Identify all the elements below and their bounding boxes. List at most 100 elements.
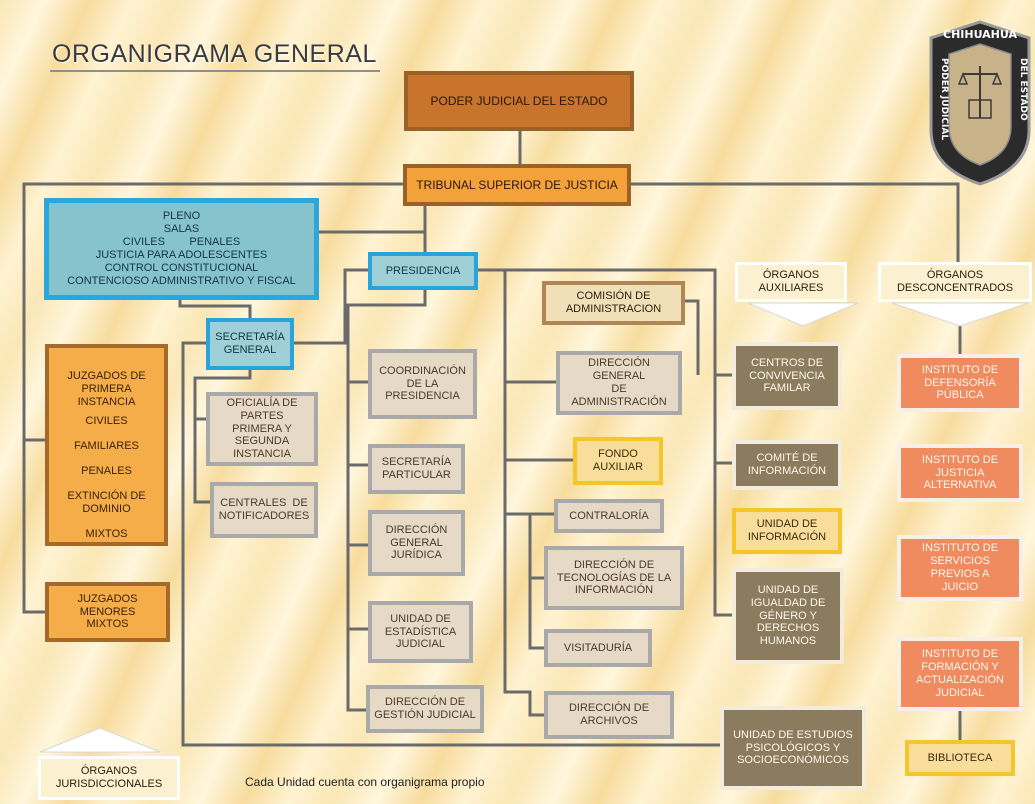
page-title: ORGANIGRAMA GENERAL (52, 40, 377, 68)
node-label: DIRECCIÓN (385, 523, 448, 536)
node-label: UNIDAD DE (756, 518, 818, 531)
node-direccion-gestion-judicial: DIRECCIÓN DE GESTIÓN JUDICIAL (366, 685, 484, 733)
node-centros-convivencia: CENTROS DE CONVIVENCIA FAMILAR (732, 342, 842, 410)
node-label: JUSTICIA PARA ADOLESCENTES (95, 249, 268, 261)
node-label: AUXILIAR (592, 461, 644, 473)
node-label: CONTENCIOSO ADMINISTRATIVO Y FISCAL (67, 274, 296, 287)
node-label: GENERAL (390, 536, 443, 549)
arrow-desconcentrados-icon (891, 302, 1029, 327)
node-label: INSTITUTO DE (921, 542, 999, 555)
node-label: IGUALDAD DE (750, 596, 826, 609)
node-label: GENERAL (223, 344, 277, 356)
node-coordinacion-presidencia: COORDINACIÓN DE LA PRESIDENCIA (368, 349, 477, 419)
node-label: UNIDAD DE (390, 612, 451, 625)
node-label: COORDINACIÓN (379, 364, 466, 377)
node-label: INSTANCIA (77, 395, 136, 408)
node-presidencia: PRESIDENCIA (368, 252, 478, 290)
node-organos-auxiliares: ÓRGANOS AUXILIARES (735, 262, 847, 302)
list-item: CIVILES (85, 414, 128, 427)
node-label: GÉNERO Y (759, 609, 817, 622)
node-comision-administracion: COMISIÓN DE ADMINISTRACION (542, 281, 685, 325)
node-label: SERVICIOS PREVIOS A (930, 555, 990, 580)
node-label: COMITÉ DE (756, 452, 818, 465)
node-label: INSTANCIA (233, 448, 291, 461)
node-label: INSTITUTO DE (921, 363, 999, 376)
node-label: JUZGADOS MENORES (77, 592, 138, 618)
node-label: FORMACIÓN Y (921, 661, 999, 674)
node-label: GESTIÓN JUDICIAL (374, 709, 476, 721)
node-label: JUICIO (941, 580, 979, 593)
node-unidad-igualdad-genero: UNIDAD DE IGUALDAD DE GÉNERO Y DERECHOS … (732, 568, 844, 664)
node-juzgados-primera-instancia: JUZGADOS DE PRIMERA INSTANCIA CIVILES FA… (45, 344, 168, 546)
node-label: ÓRGANOS (762, 269, 820, 282)
node-label: DERECHOS (756, 622, 820, 635)
node-label: PARTICULAR (382, 469, 451, 481)
node-label: DIRECCIÓN DE (568, 702, 650, 715)
node-biblioteca: BIBLIOTECA (905, 740, 1015, 776)
node-unidad-estudios-psicologicos: UNIDAD DE ESTUDIOS PSICOLÓGICOS Y SOCIOE… (720, 706, 866, 790)
node-label: PSICOLÓGICOS Y (745, 741, 841, 754)
node-label: PRESIDENCIA (385, 390, 460, 403)
node-label: DESCONCENTRADOS (896, 282, 1014, 294)
node-oficialia-partes: OFICIALÍA DE PARTES PRIMERA Y SEGUNDA IN… (206, 392, 318, 466)
node-secretaria-general: SECRETARÍA GENERAL (206, 318, 294, 370)
node-label: DE LA (406, 377, 439, 390)
node-label: DEFENSORÍA PÚBLICA (924, 376, 996, 402)
node-secretaria-particular: SECRETARÍA PARTICULAR (368, 444, 465, 494)
node-label: INSTITUTO DE JUSTICIA (921, 453, 999, 479)
node-label: DIRECCIÓN DE (573, 558, 655, 571)
node-instituto-defensoria: INSTITUTO DE DEFENSORÍA PÚBLICA (897, 354, 1023, 412)
node-pleno: PLENO SALAS CIVILES PENALES JUSTICIA PAR… (44, 198, 319, 300)
list-item: EXTINCIÓN DE DOMINIO (67, 489, 146, 515)
node-label: PRESIDENCIA (385, 264, 461, 277)
node-label: PLENO (162, 210, 201, 223)
node-comite-informacion: COMITÉ DE INFORMACIÓN (732, 440, 842, 490)
node-organos-desconcentrados: ÓRGANOS DESCONCENTRADOS (878, 262, 1032, 302)
node-label: CONTRALORÍA (569, 509, 649, 522)
node-instituto-justicia-alternativa: INSTITUTO DE JUSTICIA ALTERNATIVA (897, 444, 1023, 502)
node-label: INFORMACIÓN (747, 465, 827, 477)
node-label: JUDICIAL (935, 686, 985, 699)
node-label: JURISDICCIONALES (55, 778, 163, 790)
node-centrales-notificadores: CENTRALES DE NOTIFICADORES (210, 482, 318, 538)
seal-left-text: PODER JUDICIAL (939, 58, 949, 140)
node-label: BIBLIOTECA (927, 751, 993, 764)
node-label: HUMANOS (759, 635, 817, 648)
node-label: OFICIALÍA DE PARTES (226, 396, 298, 422)
node-direccion-archivos: DIRECCIÓN DE ARCHIVOS (544, 691, 674, 739)
node-label: INSTITUTO DE (921, 648, 999, 661)
node-label: CONVIVENCIA (749, 369, 825, 382)
arrow-auxiliares-icon (747, 302, 859, 327)
node-label: FAMILAR (763, 382, 811, 395)
node-label: UNIDAD DE ESTUDIOS (733, 728, 853, 741)
node-label: NOTIFICADORES (218, 510, 310, 522)
node-label: DE ADMINISTRACIÓN (571, 383, 667, 408)
node-label: COMISIÓN DE (576, 290, 651, 303)
node-label: DIRECCIÓN GENERAL (588, 357, 650, 383)
node-label: VISITADURÍA (563, 641, 633, 654)
node-label: SECRETARÍA (215, 331, 285, 344)
node-label: DIRECCIÓN DE (384, 696, 466, 709)
arrow-jurisdiccionales-icon (39, 727, 161, 753)
node-label: ÓRGANOS (80, 765, 138, 778)
seal-right-text: DEL ESTADO (1018, 58, 1028, 121)
node-juzgados-menores: JUZGADOS MENORES MIXTOS (45, 582, 170, 642)
node-label: CIVILES PENALES (122, 236, 241, 249)
node-label: CENTRALES DE (220, 497, 308, 510)
seal-top-text: CHIHUAHUA (943, 28, 1017, 41)
node-contraloria: CONTRALORÍA (554, 499, 664, 533)
node-label: TECNOLOGÍAS DE LA (556, 571, 672, 584)
node-label: ADMINISTRACION (565, 303, 662, 315)
node-label: SOCIOECONÓMICOS (737, 754, 849, 767)
node-label: ÓRGANOS (926, 269, 984, 282)
node-poder-judicial: PODER JUDICIAL DEL ESTADO (404, 71, 634, 131)
node-visitaduria: VISITADURÍA (544, 629, 652, 667)
node-direccion-administracion: DIRECCIÓN GENERAL DE ADMINISTRACIÓN (556, 351, 682, 415)
node-label: MIXTOS (86, 618, 129, 631)
list-item: PENALES (81, 464, 132, 477)
node-unidad-informacion: UNIDAD DE INFORMACIÓN (732, 508, 842, 554)
judicial-seal-logo: CHIHUAHUA PODER JUDICIAL DEL ESTADO (929, 20, 1031, 186)
list-item: MIXTOS (85, 527, 128, 540)
node-label: FONDO (598, 448, 638, 461)
